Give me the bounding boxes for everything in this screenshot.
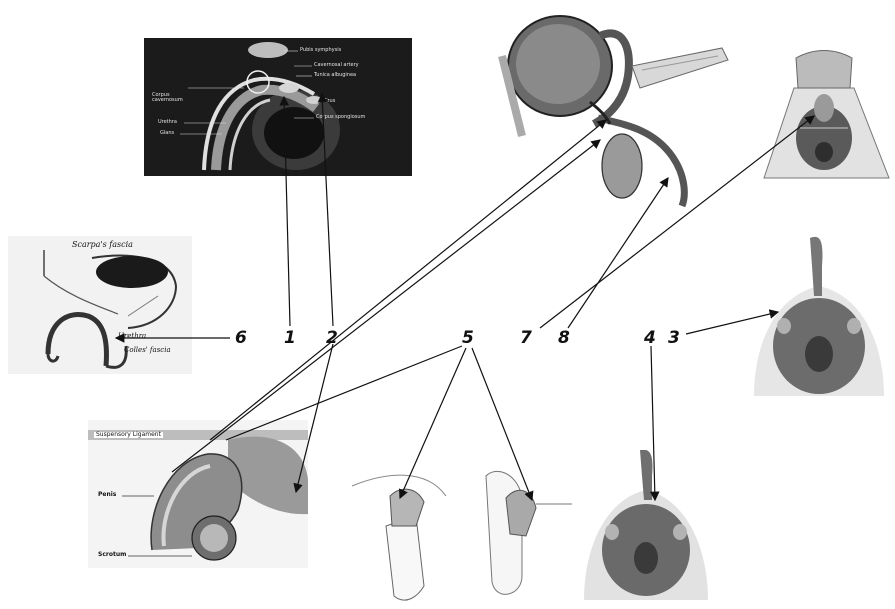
label-corpus-cavernosum: Corpus cavernosum: [152, 93, 190, 103]
figure-pelvic-sagittal-drawing: [482, 6, 734, 216]
label-tunica-albuginea: Tunica albuginea: [314, 73, 356, 78]
figure-b-fascia: Scarpa's fascia Urethra Colles' fascia: [8, 236, 192, 374]
label-penis: Penis: [98, 492, 116, 498]
figure-perineum-middle-right-drawing: [744, 236, 894, 414]
label-pubis-symphysis: Pubis symphysis: [300, 48, 341, 53]
figure-perineum-top-right: [754, 48, 895, 188]
figure-a-sagittal-dark: Pubis symphysis Cavernosal artery Tunica…: [144, 38, 412, 176]
marker-1: 1: [284, 330, 296, 347]
figure-bottom-center-drawing: [346, 456, 574, 609]
label-scrotum: Scrotum: [98, 552, 126, 558]
marker-6: 6: [235, 330, 247, 347]
figure-perineum-middle-right: [744, 236, 894, 414]
figure-perineum-top-right-drawing: [754, 48, 895, 188]
label-urethra-b: Urethra: [118, 332, 146, 340]
marker-2: 2: [326, 330, 338, 347]
label-glans: Glans: [160, 131, 174, 136]
label-crus: Crus: [324, 99, 335, 104]
marker-8: 8: [558, 330, 570, 347]
label-colles-fascia: Colles' fascia: [124, 346, 171, 354]
label-scarpas-fascia: Scarpa's fascia: [72, 240, 133, 249]
figure-perineum-bottom-right-drawing: [578, 450, 714, 609]
marker-5: 5: [462, 330, 474, 347]
marker-7: 7: [520, 330, 532, 347]
figure-pelvic-sagittal: [482, 6, 734, 216]
figure-c-sagittal: Suspensory Ligament Penis Scrotum: [88, 420, 308, 568]
figure-bottom-center-lineart: [346, 456, 574, 609]
figure-a-drawing: [144, 38, 412, 176]
figure-perineum-bottom-right: [578, 450, 714, 609]
label-urethra: Urethra: [158, 120, 177, 125]
label-suspensory-ligament: Suspensory Ligament: [94, 432, 163, 438]
figure-c-drawing: [88, 420, 308, 568]
label-cavernosal-artery: Cavernosal artery: [314, 63, 359, 68]
label-corpus-spongiosum: Corpus spongiosum: [316, 115, 365, 120]
marker-3: 3: [668, 330, 680, 347]
marker-4: 4: [644, 330, 656, 347]
